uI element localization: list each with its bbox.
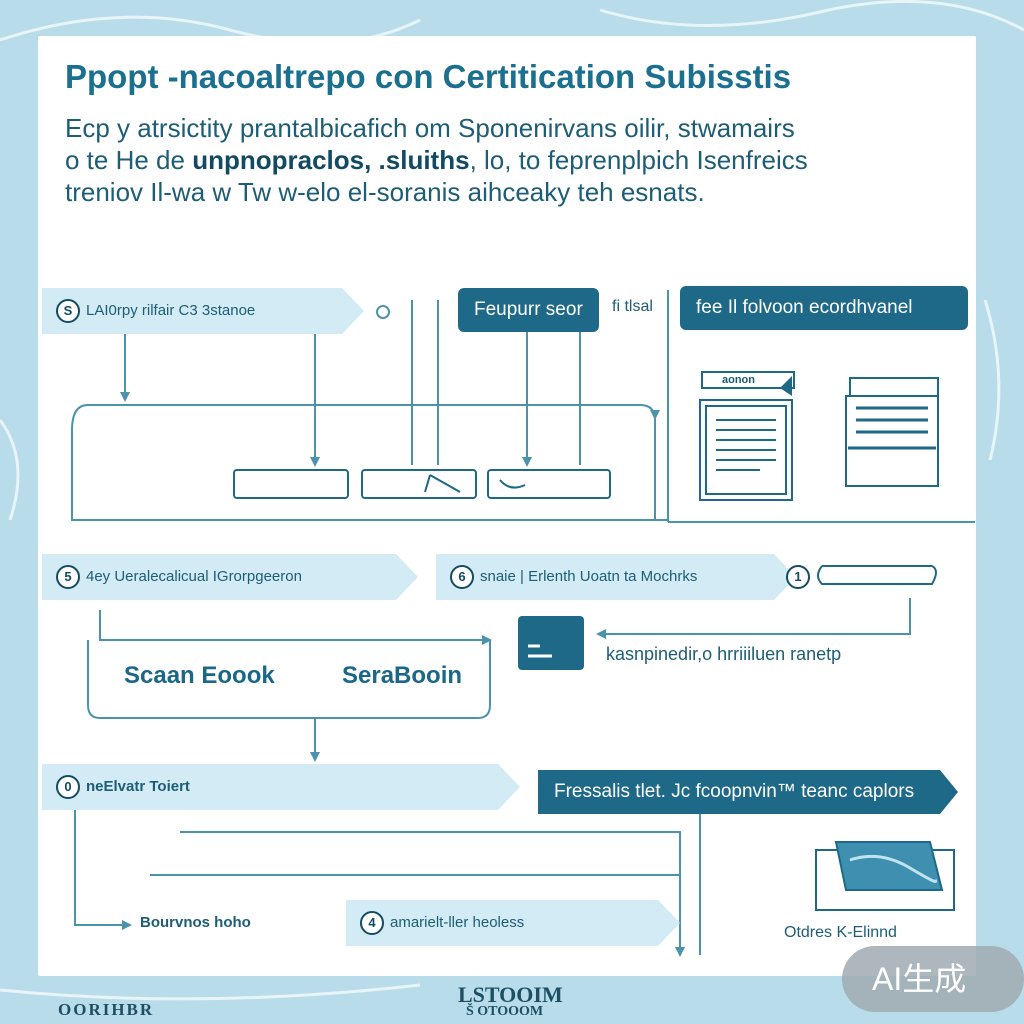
document-icon: [699, 399, 793, 501]
folder-icon: [845, 377, 939, 487]
step-label: 4ey Ueralecalicual IGrorpgeeron: [86, 568, 302, 585]
fressalis-box: Fressalis tlet. Jc fcoopnvin™ teanc capl…: [538, 770, 958, 814]
laptop-icon: [815, 841, 955, 911]
step-number: 6: [450, 565, 474, 589]
intro-line-1: Ecp y atrsictity prantalbicafich om Spon…: [65, 113, 795, 143]
side-label: fi tlsal: [612, 298, 653, 315]
step-number: 1: [786, 565, 810, 590]
book-label-1: Scaan Eoook: [124, 662, 275, 689]
step-1: 1: [786, 554, 810, 600]
footer-center-1: LSTOOIM: [458, 982, 563, 1007]
intro-line-2: o te He de unpnopraclos, .sluiths, lo, t…: [65, 145, 808, 175]
step-s: S LAI0rpy rilfair C3 3stanoe: [42, 288, 364, 334]
footer-center-2: Š OTOOOM: [466, 1004, 544, 1019]
intro-text: Ecp y atrsictity prantalbicafich om Spon…: [65, 112, 965, 208]
intro-line-3: treniov Il-wa w Tw w-elo el-soranis aihc…: [65, 177, 705, 207]
step-number: 0: [56, 775, 80, 799]
step-label: amarielt-ller heoless: [390, 914, 525, 931]
step-number: 5: [56, 565, 80, 589]
step-6: 6 snaie | Erlenth Uoatn ta Mochrks: [436, 554, 796, 600]
step-number: 4: [360, 911, 384, 935]
kasnp-label: kasnpinedir,o hrriiiluen ranetp: [606, 644, 842, 664]
step-0: 0 neElvatr Toiert: [42, 764, 520, 810]
otdres-label: Otdres K-Elinnd: [784, 924, 897, 941]
footer-left: OORIHBR: [58, 1000, 155, 1019]
step-number: S: [56, 299, 80, 323]
diagram-card: [38, 36, 976, 976]
page-title: Ppopt ‐nacoaltrepo con Certitication Sub…: [65, 58, 792, 95]
step-label: LAI0rpy rilfair C3 3stanoe: [86, 302, 256, 319]
intro-bold: unpnopraclos, .sluiths: [192, 145, 470, 175]
step-5: 5 4ey Ueralecalicual IGrorpgeeron: [42, 554, 418, 600]
feupurr-box: Feupurr seor: [458, 288, 599, 332]
step-label: snaie | Erlenth Uoatn ta Mochrks: [480, 568, 698, 585]
terminal-icon: [518, 616, 584, 670]
bourvnos-label: Bourvnos hoho: [140, 914, 251, 931]
book-label-2: SeraBooin: [342, 662, 463, 689]
ai-generated-badge: AI生成: [842, 946, 1024, 1012]
step-label: neElvatr Toiert: [86, 778, 190, 795]
step-4: 4 amarielt-ller heoless: [346, 900, 680, 946]
doc-tag: aonon: [722, 374, 755, 386]
feed-box: fee Il folvoon ecordhvanel: [680, 286, 968, 330]
